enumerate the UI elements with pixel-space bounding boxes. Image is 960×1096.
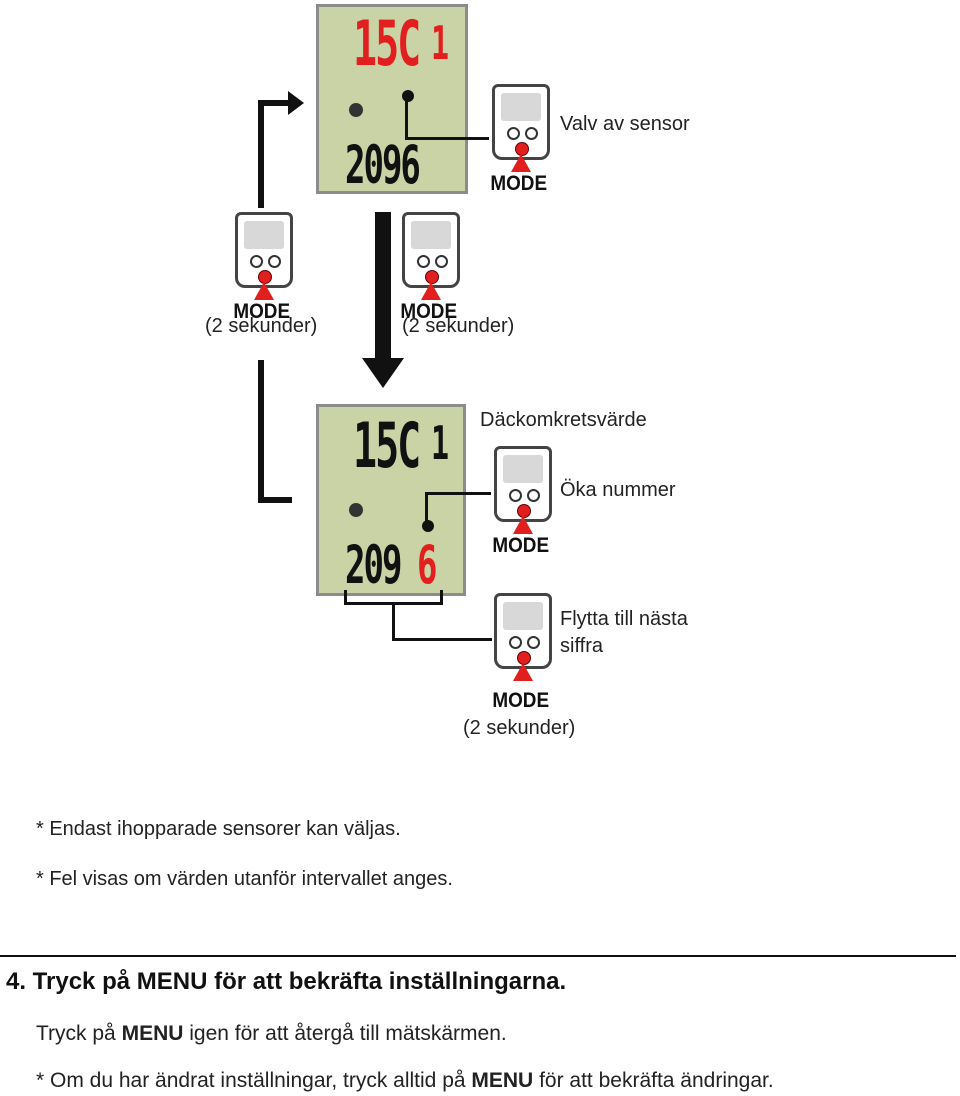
menu-keyword: MENU	[471, 1069, 534, 1092]
bracket-right	[440, 590, 443, 604]
label-oka-nummer: Öka nummer	[560, 479, 676, 501]
callout-dot-top	[400, 88, 416, 104]
step-line-2: * Om du har ändrat inställningar, tryck …	[36, 1069, 774, 1092]
mode-unit-middle[interactable]: MODE	[400, 212, 462, 324]
loop-line-top-h	[258, 100, 290, 106]
mode-unit-next-digit[interactable]: MODE	[492, 593, 554, 715]
note-paired-sensors: * Endast ihopparade sensorer kan väljas.	[36, 818, 401, 840]
callout-line-bottom-v	[425, 494, 428, 522]
mode-label: MODE	[400, 300, 458, 323]
note-error-range: * Fel visas om värden utanför intervalle…	[36, 868, 453, 890]
loop-line-left-upper	[258, 100, 264, 208]
label-two-seconds-mid: (2 sekunder)	[402, 315, 515, 337]
lcd-top-lower-value: 2096	[345, 135, 421, 194]
press-arrow-icon	[513, 663, 533, 681]
down-arrow-shaft	[375, 212, 391, 362]
loop-line-left-lower	[258, 360, 264, 503]
mode-label: MODE	[490, 172, 548, 195]
lcd-display-bottom: 15C 1 209 6	[316, 404, 466, 596]
mode-unit-select[interactable]: MODE	[490, 84, 552, 196]
callout-dot-bottom	[420, 518, 436, 534]
lcd-bottom-upper-value: 15C	[353, 411, 421, 483]
loop-line-bottom-h	[258, 497, 292, 503]
bracket-left	[344, 590, 347, 604]
lcd-display-top: 15C 1 2096	[316, 4, 468, 194]
mode-label: MODE	[233, 300, 291, 323]
label-dackomkretsvarde: Däckomkretsvärde	[480, 409, 647, 431]
press-arrow-icon	[511, 154, 531, 172]
mode-label: MODE	[492, 534, 550, 557]
lcd-bottom-upper-small: 1	[431, 417, 449, 472]
callout-line-top-h	[405, 137, 489, 140]
menu-keyword: MENU	[121, 1022, 184, 1045]
lcd-top-upper-value: 15C	[353, 9, 421, 81]
arrow-right-icon	[288, 91, 304, 115]
step-line-1: Tryck på MENU igen för att återgå till m…	[36, 1022, 507, 1045]
callout-line-top-v	[405, 100, 408, 140]
section-divider	[0, 955, 956, 957]
indicator-icon	[349, 103, 363, 117]
bracket-to-unit	[392, 638, 492, 641]
label-two-seconds-bottom: (2 sekunder)	[463, 717, 576, 739]
arrow-down-icon	[362, 358, 404, 388]
label-two-seconds-left: (2 sekunder)	[205, 315, 318, 337]
mode-unit-increase[interactable]: MODE	[492, 446, 554, 558]
indicator-icon	[349, 503, 363, 517]
label-valv-av-sensor: Valv av sensor	[560, 113, 690, 135]
mode-unit-left[interactable]: MODE	[233, 212, 295, 324]
callout-line-bottom-h	[425, 492, 491, 495]
mode-label: MODE	[492, 689, 550, 712]
lcd-bottom-lower-value: 209	[345, 535, 402, 596]
lcd-bottom-blinking-digit: 6	[417, 535, 438, 596]
step-heading: 4. Tryck på MENU för att bekräfta instäl…	[6, 968, 567, 995]
press-arrow-icon	[421, 282, 441, 300]
bracket-stem	[392, 602, 395, 640]
press-arrow-icon	[254, 282, 274, 300]
label-flytta-till-nasta-siffra: Flytta till nästa siffra	[560, 608, 688, 657]
lcd-top-upper-small: 1	[431, 17, 449, 72]
press-arrow-icon	[513, 516, 533, 534]
